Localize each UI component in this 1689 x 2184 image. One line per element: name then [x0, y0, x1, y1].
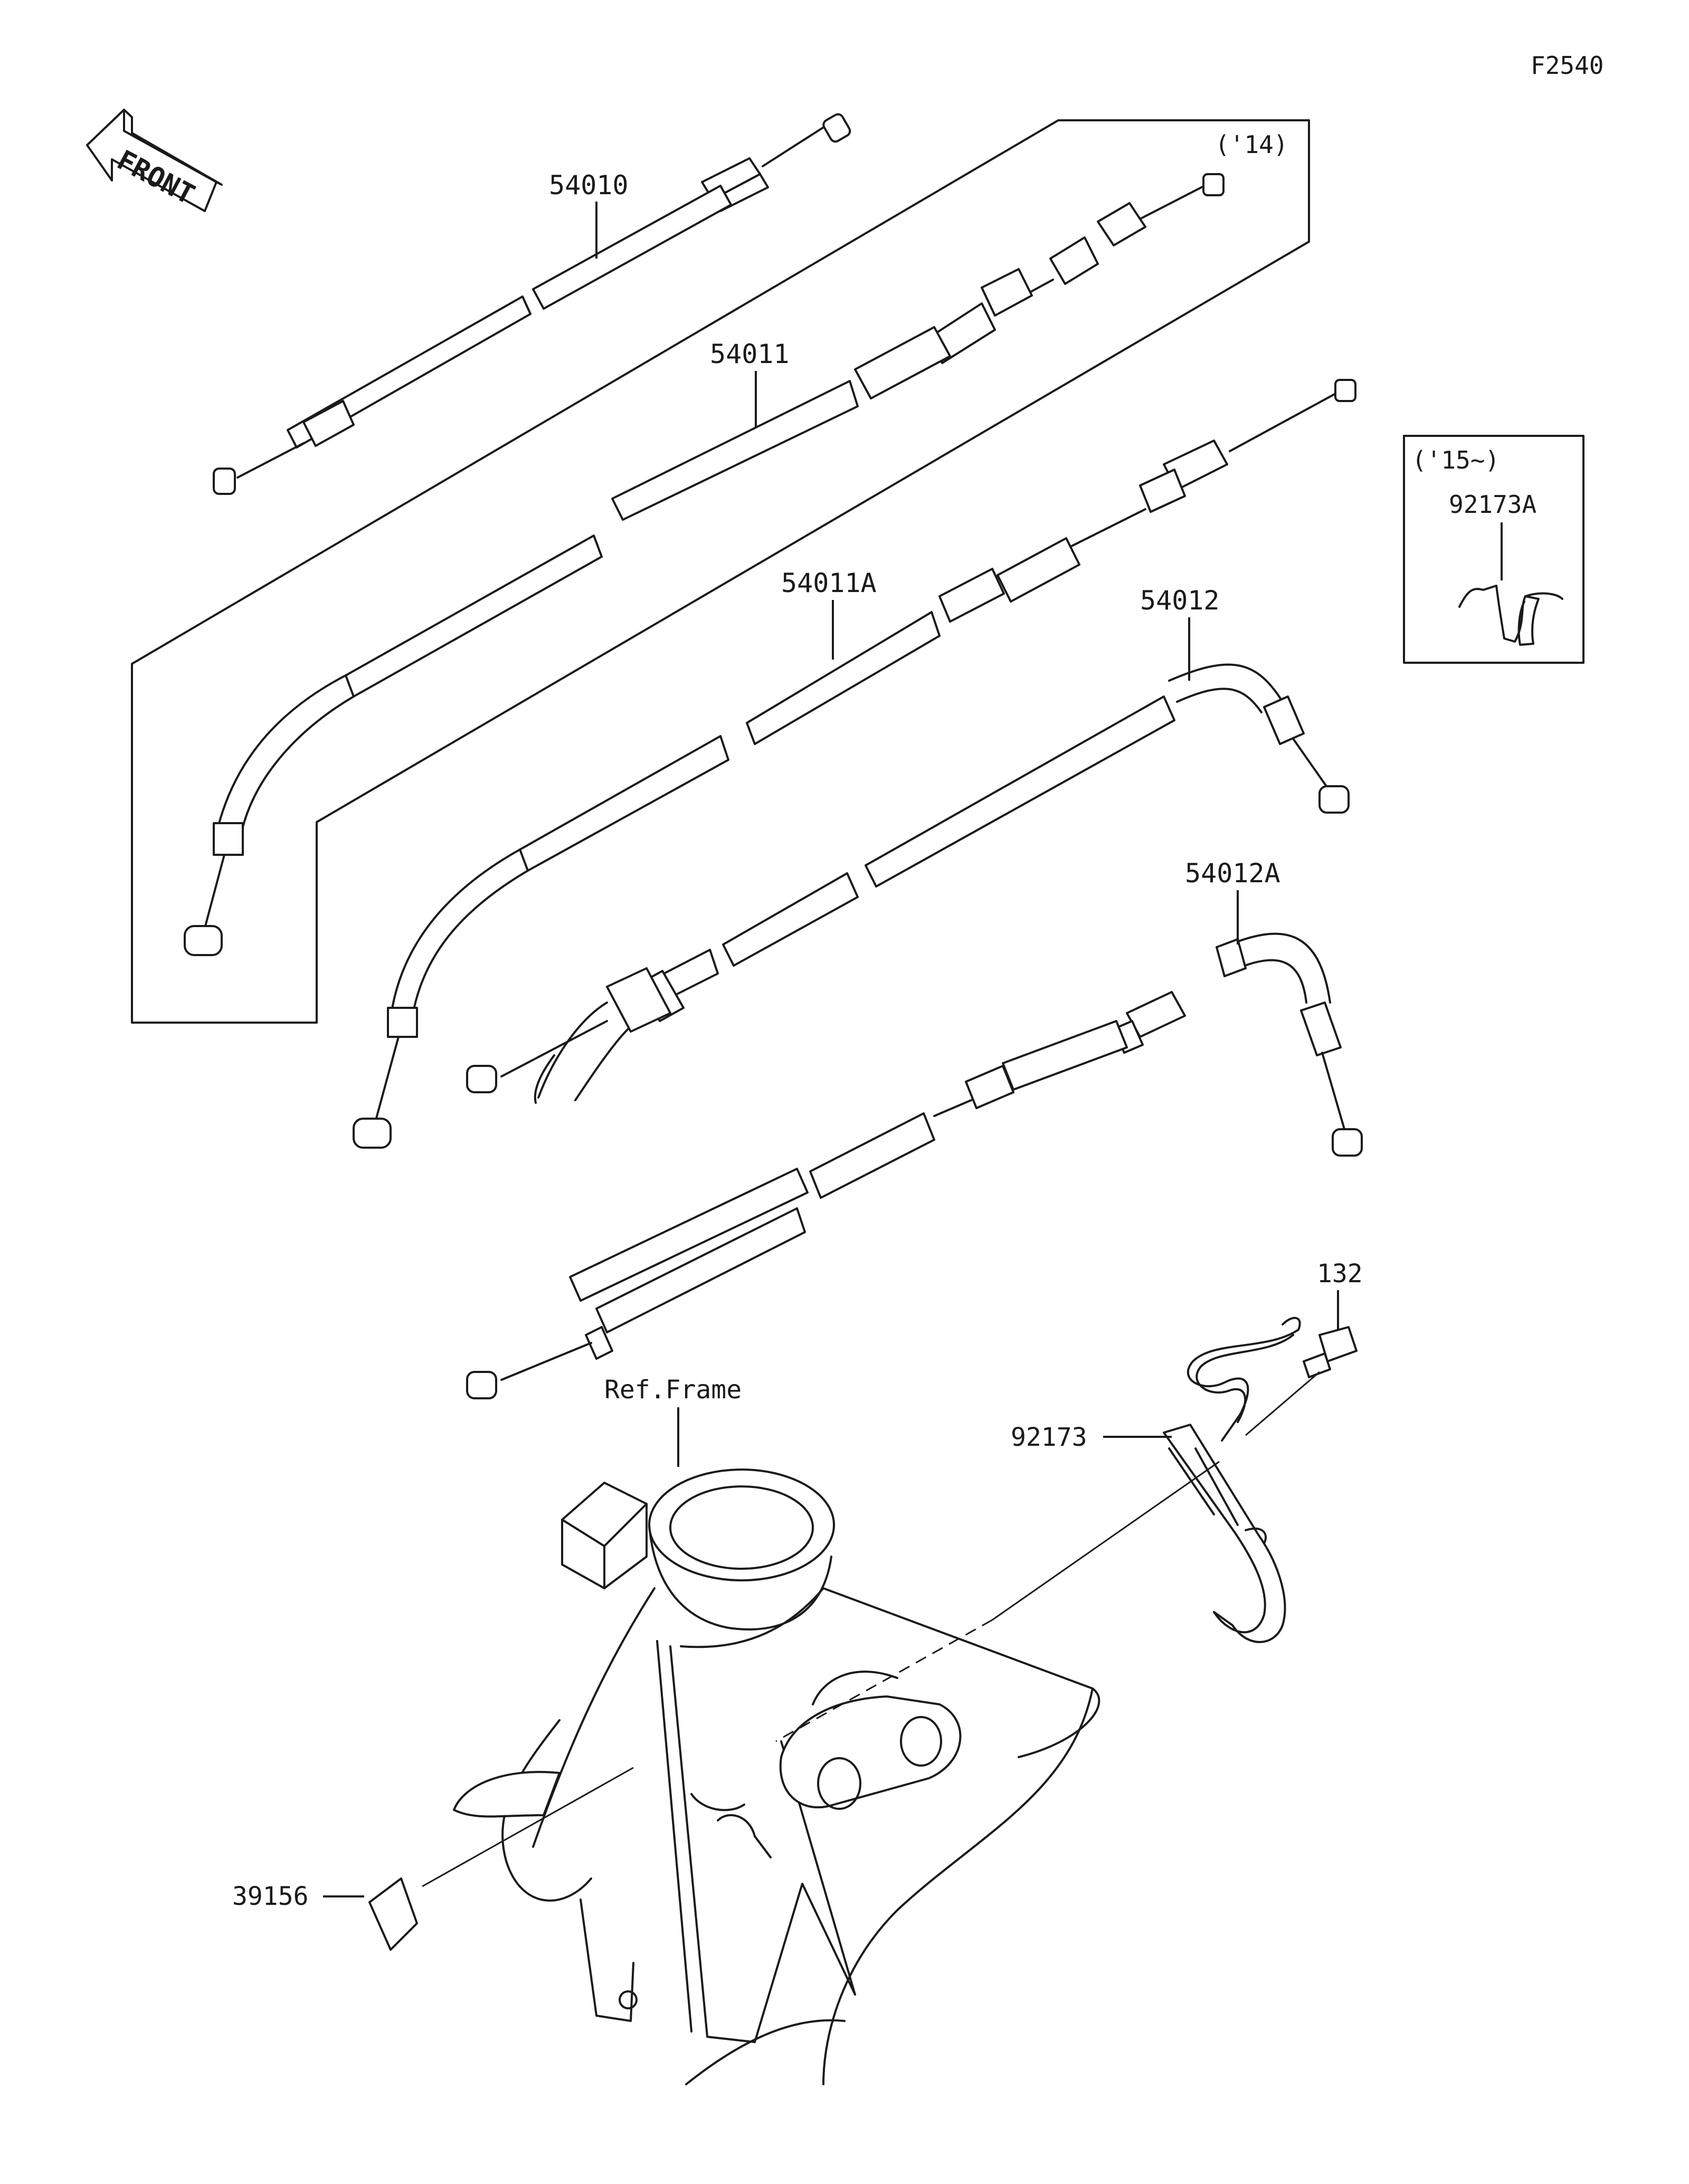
cable-54012	[466, 663, 1350, 1104]
year-15-box	[1403, 435, 1584, 664]
part-label-54011A: 54011A	[781, 568, 877, 598]
cable-54011	[184, 173, 1225, 956]
bolt-axis-line	[1245, 1371, 1320, 1436]
year-14-bracket	[131, 119, 1310, 1024]
ref-frame-label: Ref.Frame	[604, 1375, 742, 1405]
front-arrow-icon: FRONT	[86, 109, 223, 212]
part-label-132: 132	[1317, 1259, 1363, 1289]
year-14-note: ('14)	[1215, 130, 1288, 159]
part-label-54012A: 54012A	[1185, 858, 1280, 889]
bolt-132	[1303, 1326, 1358, 1378]
part-label-54011: 54011	[710, 339, 790, 369]
year-15-note: ('15~)	[1412, 446, 1500, 474]
part-label-39156: 39156	[232, 1882, 309, 1911]
clamp-92173	[1163, 1317, 1301, 1643]
caution-label-39156	[368, 1877, 418, 1951]
diagram-id: F2540	[1531, 51, 1603, 80]
clamp-92173A	[1458, 585, 1563, 646]
clamp-mount-line	[992, 1461, 1220, 1621]
part-label-54010: 54010	[549, 170, 629, 201]
frame-drawing	[453, 1468, 1100, 2085]
part-label-92173A: 92173A	[1449, 490, 1536, 519]
cable-54012A	[466, 932, 1363, 1399]
part-label-92173: 92173	[1011, 1423, 1087, 1452]
label-mount-line	[422, 1767, 634, 1887]
cable-54011A	[353, 379, 1356, 1149]
cable-54010	[213, 113, 851, 495]
part-label-54012: 54012	[1140, 585, 1220, 616]
